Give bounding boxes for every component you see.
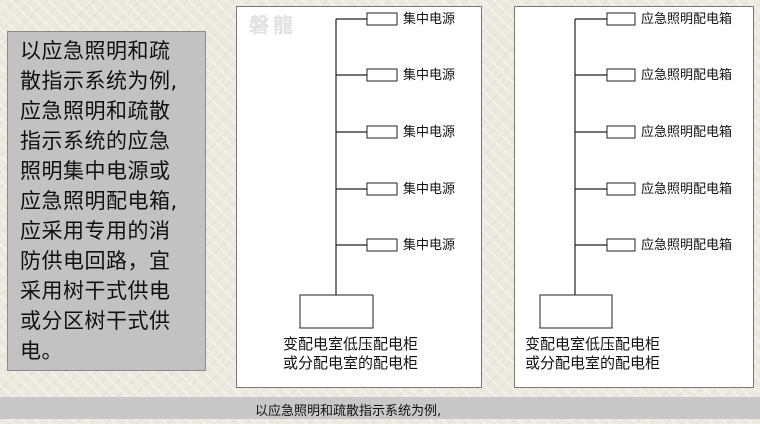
switchboard-label: 变配电室低压配电柜 或分配电室的配电柜 (283, 335, 419, 372)
panel-box (606, 68, 636, 82)
diagram-right-panel: 应急照明配电箱 应急照明配电箱 应急照明配电箱 应急照明配电箱 应急照明配电箱 … (514, 6, 754, 388)
switchboard-box (299, 294, 374, 329)
branch-label: 集中电源 (403, 12, 456, 27)
source-box (366, 68, 398, 82)
diagram-right-lines (539, 12, 636, 329)
diagram-left-panel: 磐龍 集中电源 集中电源 集中电源 集中电源 集中电源 变配电室低压配电柜 或分… (236, 6, 482, 388)
panel-box (606, 182, 636, 196)
branch-label: 集中电源 (403, 68, 456, 83)
diagram-left-lines (299, 12, 398, 329)
branch-label: 应急照明配电箱 (641, 182, 733, 197)
panel-box (606, 125, 636, 139)
source-box (366, 238, 398, 252)
watermark-text: 磐龍 (249, 13, 297, 37)
description-text: 以应急照明和疏 散指示系统为例, 应急照明和疏散 指示系统的应急 照明集中电源或… (20, 39, 178, 363)
branch-label: 应急照明配电箱 (641, 125, 733, 140)
caption-text: 以应急照明和疏散指示系统为例, (255, 404, 442, 419)
switchboard-label: 变配电室低压配电柜 或分配电室的配电柜 (525, 335, 661, 372)
branch-label: 集中电源 (403, 182, 456, 197)
switchboard-box (539, 294, 613, 329)
branch-label: 应急照明配电箱 (641, 68, 733, 83)
branch-label: 集中电源 (403, 125, 456, 140)
panel-box (606, 12, 636, 26)
source-box (366, 12, 398, 26)
source-box (366, 125, 398, 139)
branch-label: 应急照明配电箱 (641, 238, 733, 253)
branch-label: 应急照明配电箱 (641, 12, 733, 27)
branch-label: 集中电源 (403, 238, 456, 253)
panel-box (606, 238, 636, 252)
description-box: 以应急照明和疏 散指示系统为例, 应急照明和疏散 指示系统的应急 照明集中电源或… (7, 31, 206, 371)
caption-bar: 以应急照明和疏散指示系统为例, (0, 397, 760, 419)
source-box (366, 182, 398, 196)
